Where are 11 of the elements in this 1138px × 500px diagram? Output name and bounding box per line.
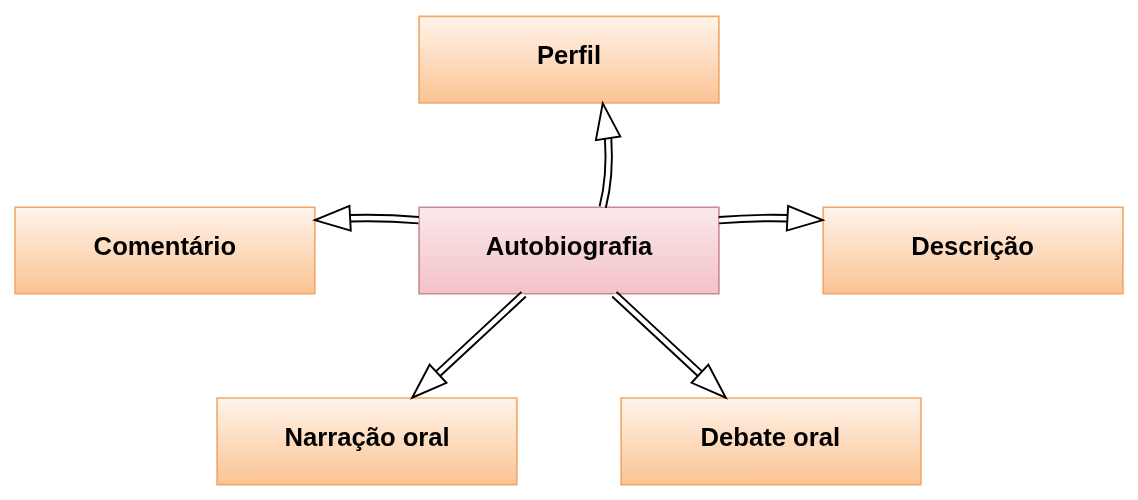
arrow [611,290,728,400]
arrow [312,204,420,232]
arrow [410,290,527,400]
node-box: Autobiografia [418,205,720,295]
arrow [594,100,622,209]
arrow [717,204,826,232]
node-box: Debate oral [620,396,922,485]
node-box: Narração oral [216,396,518,485]
node-box: Descrição [822,205,1124,295]
node-box: Perfil [418,15,720,104]
node-box: Comentário [14,205,316,295]
